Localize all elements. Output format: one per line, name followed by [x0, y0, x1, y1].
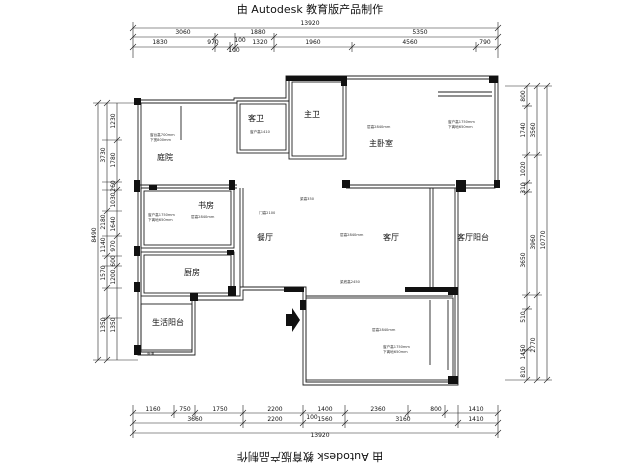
dim-top-2-2: 5350: [412, 29, 427, 36]
note-garden-h: 窗台高700mm: [150, 132, 175, 137]
wall-columns: [134, 76, 500, 384]
dim-bottom-2-1: 2200: [267, 416, 282, 423]
dim-top-2-0: 3060: [175, 29, 190, 36]
dim-bottom-1-7: 1410: [468, 406, 483, 413]
dim-left-in-6: 600: [110, 255, 117, 267]
dim-top-3-3: 1320: [252, 39, 267, 46]
dim-top-3-2: 100: [228, 47, 240, 54]
note-door-2100: 门高2100: [259, 210, 276, 215]
dim-top-3-6: 790: [479, 39, 491, 46]
dim-bottom-1-0: 1160: [145, 406, 160, 413]
room-dining: 餐厅: [257, 233, 273, 242]
note-beam-350: 梁高350: [300, 196, 315, 201]
room-service-balcony: 生活阳台: [152, 317, 184, 327]
room-guest-bath: 客卫: [248, 113, 264, 123]
dim-bottom-1-1: 750: [179, 406, 191, 413]
dim-right-in-0: 800: [520, 90, 527, 102]
walls: [137, 75, 499, 386]
note-master-sill: 下离地650mm: [448, 124, 473, 129]
dim-top-3-1: 970: [207, 39, 219, 46]
dim-right-in-3: 310: [520, 182, 527, 194]
note-study-sill: 下离地650mm: [148, 217, 173, 222]
dim-left-in-1: 1780: [110, 152, 117, 167]
dim-left-mid-3: 1570: [100, 265, 107, 280]
dim-top-3-4: 1960: [305, 39, 320, 46]
note-guestbath-h: 窗户高1410: [250, 129, 271, 134]
room-labels: 庭院 客卫 主卫 主卧室 书房 餐厅 客厅 客厅阳台 厨房 生活阳台: [152, 109, 489, 327]
dim-top-3-0: 1830: [152, 39, 167, 46]
dim-left-in-8: 1350: [110, 317, 117, 332]
dim-bottom-1-2: 1750: [212, 406, 227, 413]
dim-left-mid-1: 2180: [100, 214, 107, 229]
dim-bottom-small: 100: [306, 414, 318, 421]
dim-right-in-6: 1450: [520, 344, 527, 359]
bottom-dimension-lines: [129, 405, 502, 438]
dim-left-in-5: 970: [110, 240, 117, 252]
dim-left-outer: 8490: [91, 227, 98, 242]
top-dimension-texts: 13920 3060 1880 5350 100 1830 970 100 13…: [152, 20, 491, 54]
dim-bottom-1-4: 1400: [317, 406, 332, 413]
dim-top-3-5: 4560: [402, 39, 417, 46]
dim-top-small: 100: [234, 37, 246, 44]
note-study-floor: 层高2840mm: [191, 214, 215, 219]
room-kitchen: 厨房: [184, 267, 200, 277]
dim-left-in-2: 260: [110, 180, 117, 192]
dim-bottom-2-2: 1560: [317, 416, 332, 423]
watermark-top: 由 Autodesk 教育版产品制作: [236, 3, 384, 16]
room-living-balcony: 客厅阳台: [457, 232, 489, 242]
bottom-dimension-texts: 1160 750 1750 2200 1400 2360 800 1410 36…: [145, 406, 483, 439]
left-dimension-texts: 8490 3730 2180 1140 1570 1350 1230 1780 …: [91, 113, 117, 332]
note-pipe: 管道: [147, 351, 155, 356]
entrance-arrow: [286, 308, 300, 332]
dim-bottom-1-3: 2200: [267, 406, 282, 413]
note-garden-w: 下宽800mm: [150, 137, 172, 142]
dim-left-in-7: 1200: [110, 269, 117, 284]
note-living-floor: 层高2840mm: [340, 232, 364, 237]
dim-right-outer: 10770: [540, 230, 547, 249]
room-garden: 庭院: [157, 152, 173, 162]
note-master-win: 窗户高1750mm: [448, 119, 475, 124]
room-study: 书房: [198, 200, 214, 210]
note-bed2-sill: 下离地650mm: [383, 349, 408, 354]
note-master-floor: 层高2840mm: [367, 124, 391, 129]
dim-bottom-total: 13920: [310, 432, 329, 439]
dim-right-in-7: 810: [520, 366, 527, 378]
dim-left-mid-0: 3730: [100, 147, 107, 162]
dim-top-2-1: 1880: [250, 29, 265, 36]
note-beam-2450: 梁底高2450: [340, 279, 361, 284]
left-dimension-lines: [93, 99, 138, 364]
dim-left-mid-4: 1350: [100, 317, 107, 332]
dim-top-total: 13920: [300, 20, 319, 27]
dim-right-in-2: 1020: [520, 161, 527, 176]
dim-left-mid-2: 1140: [100, 237, 107, 252]
dim-left-in-0: 1230: [110, 113, 117, 128]
room-living: 客厅: [383, 232, 399, 242]
dim-bottom-1-6: 800: [430, 406, 442, 413]
dim-right-mid-1: 3960: [530, 234, 537, 249]
dim-right-mid-2: 2770: [530, 337, 537, 352]
right-dimension-lines: [505, 82, 552, 384]
room-master-bath: 主卫: [304, 109, 320, 119]
note-bed2-win: 窗户高1750mm: [383, 344, 410, 349]
annotations: 窗台高700mm 下宽800mm 窗户高1410 窗户高1750mm 下离地65…: [147, 119, 475, 356]
dim-bottom-2-3: 3160: [395, 416, 410, 423]
note-study-win: 窗户高1750mm: [148, 212, 175, 217]
note-bed2-floor: 层高2840mm: [372, 327, 396, 332]
dim-left-in-3: 1030: [110, 192, 117, 207]
dim-left-in-4: 1640: [110, 216, 117, 231]
dim-right-in-4: 3650: [520, 252, 527, 267]
top-dimension-lines: [129, 22, 502, 58]
dim-bottom-2-0: 3660: [187, 416, 202, 423]
dim-right-in-1: 1740: [520, 122, 527, 137]
dim-bottom-1-5: 2360: [370, 406, 385, 413]
dim-right-in-5: 510: [520, 311, 527, 323]
dim-right-mid-0: 3560: [530, 122, 537, 137]
dim-bottom-2-4: 1410: [468, 416, 483, 423]
right-dimension-texts: 800 1740 1020 310 3650 510 1450 810 3560…: [520, 90, 547, 378]
room-master-bedroom: 主卧室: [369, 138, 393, 148]
